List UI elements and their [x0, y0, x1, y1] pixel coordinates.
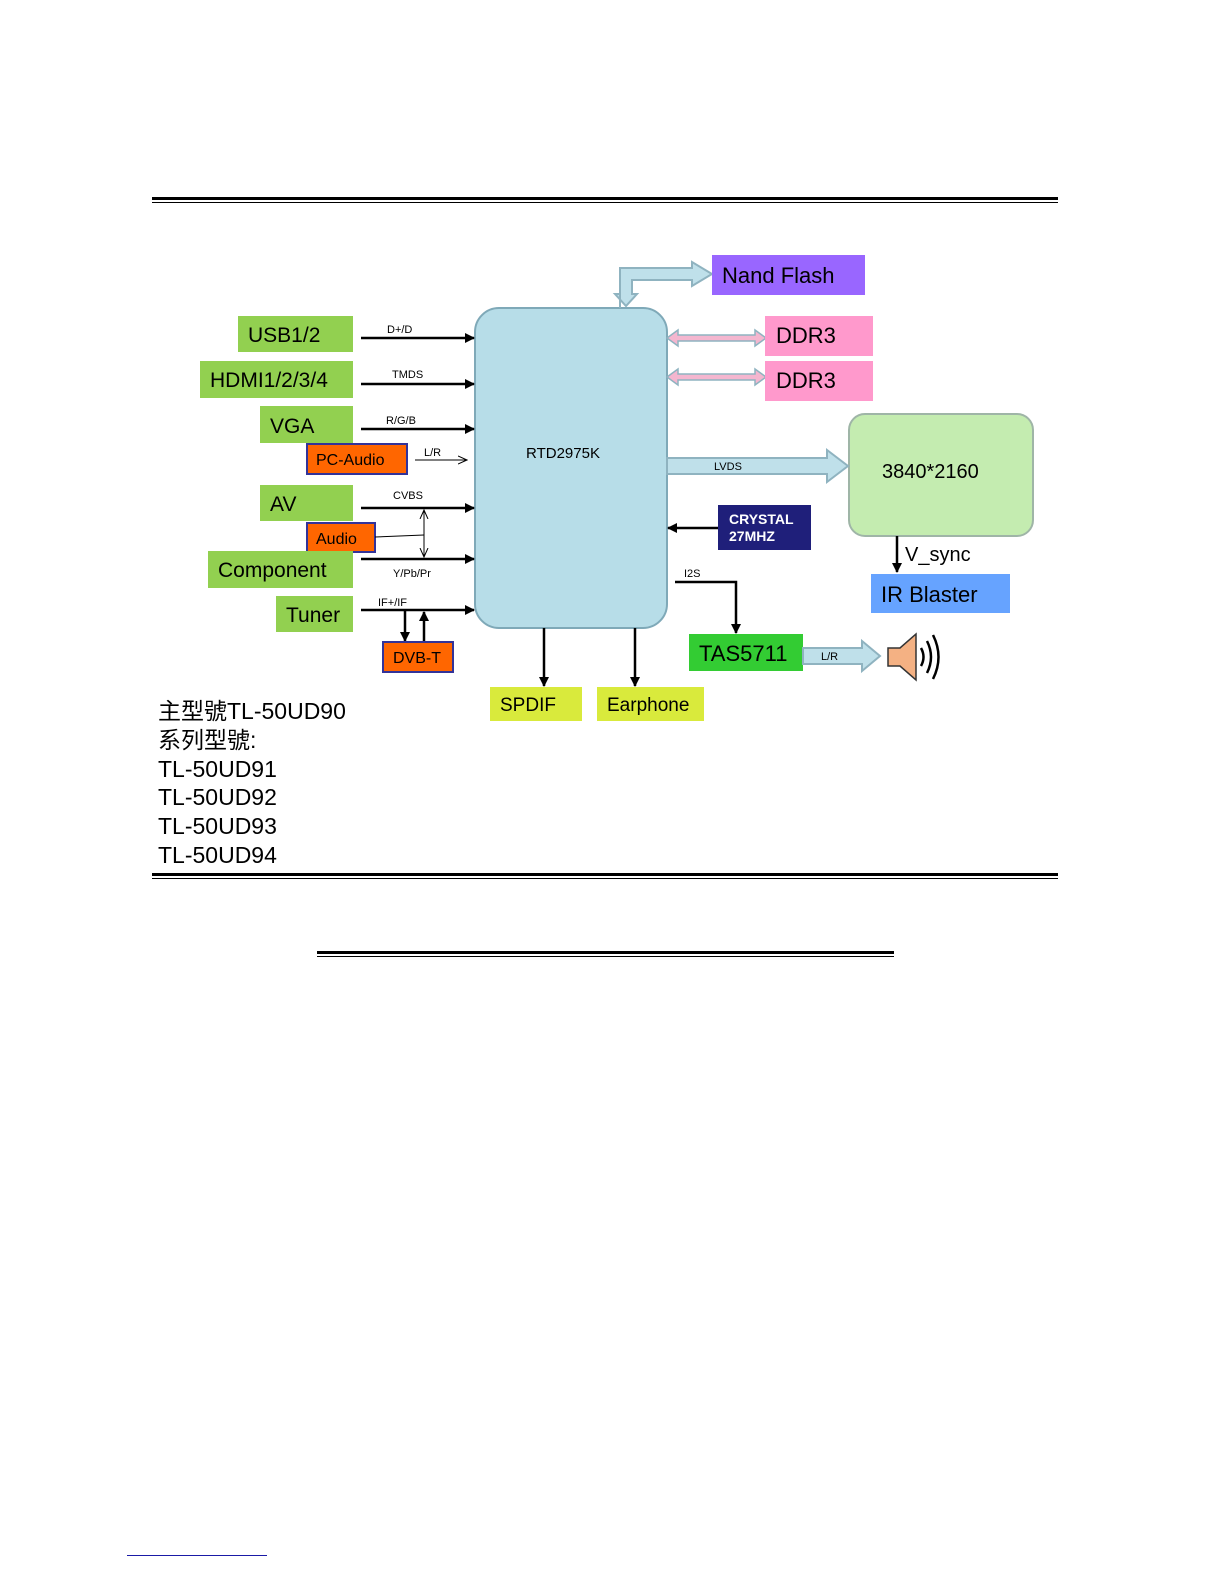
- series-model: TL-50UD92: [158, 783, 346, 812]
- main-model: 主型號TL-50UD90: [158, 697, 346, 726]
- earphone-label: Earphone: [607, 695, 689, 716]
- crystal-label-2: 27MHZ: [729, 528, 775, 544]
- lvds-label: LVDS: [714, 461, 742, 473]
- series-model: TL-50UD91: [158, 755, 346, 784]
- soc-block: [475, 308, 667, 628]
- ddr-bus-arrow-1: [667, 330, 766, 346]
- input-av-label: AV: [270, 493, 296, 516]
- pc-audio-signal-label: L/R: [424, 447, 441, 459]
- audio-link-line: [375, 535, 424, 537]
- speaker-bus-arrow: [803, 641, 880, 671]
- amplifier-label: TAS5711: [699, 641, 787, 666]
- series-model: TL-50UD94: [158, 841, 346, 870]
- input-hdmi-label: HDMI1/2/3/4: [210, 369, 328, 392]
- ddr-bus-arrow-2: [667, 369, 766, 385]
- speaker-lr-label: L/R: [821, 651, 838, 663]
- lvds-bus-arrow: [667, 450, 848, 482]
- input-vga-label: VGA: [270, 415, 314, 438]
- hdmi-signal-label: TMDS: [392, 369, 423, 381]
- input-component-label: Component: [218, 559, 327, 582]
- input-usb-label: USB1/2: [248, 324, 320, 347]
- section-rule: [317, 951, 894, 957]
- av-signal-label: CVBS: [393, 490, 423, 502]
- usb-signal-label: D+/D: [387, 324, 412, 336]
- nand-flash-label: Nand Flash: [722, 263, 835, 288]
- vsync-label: V_sync: [905, 544, 971, 566]
- ddr3-label-2: DDR3: [776, 368, 836, 393]
- pc-audio-label: PC-Audio: [316, 452, 385, 469]
- model-list: 主型號TL-50UD90 系列型號: TL-50UD91 TL-50UD92 T…: [158, 697, 346, 870]
- tuner-signal-label: IF+/IF: [378, 597, 407, 609]
- spdif-label: SPDIF: [500, 695, 556, 716]
- i2s-arrow: [675, 582, 736, 633]
- audio-label: Audio: [316, 531, 357, 548]
- panel-label: 3840*2160: [882, 461, 979, 483]
- input-tuner-label: Tuner: [286, 604, 340, 627]
- series-model: TL-50UD93: [158, 812, 346, 841]
- i2s-label: I2S: [684, 568, 701, 580]
- ddr3-label-1: DDR3: [776, 323, 836, 348]
- crystal-label-1: CRYSTAL: [729, 511, 794, 527]
- soc-label: RTD2975K: [526, 445, 600, 462]
- component-signal-label: Y/Pb/Pr: [393, 568, 431, 580]
- speaker-icon: [888, 634, 939, 680]
- ir-blaster-label: IR Blaster: [881, 582, 978, 607]
- footer-rule: [127, 1555, 267, 1556]
- vga-signal-label: R/G/B: [386, 415, 416, 427]
- series-heading: 系列型號:: [158, 726, 346, 755]
- dvbt-label: DVB-T: [393, 650, 441, 667]
- flash-bus-arrow: [615, 262, 712, 308]
